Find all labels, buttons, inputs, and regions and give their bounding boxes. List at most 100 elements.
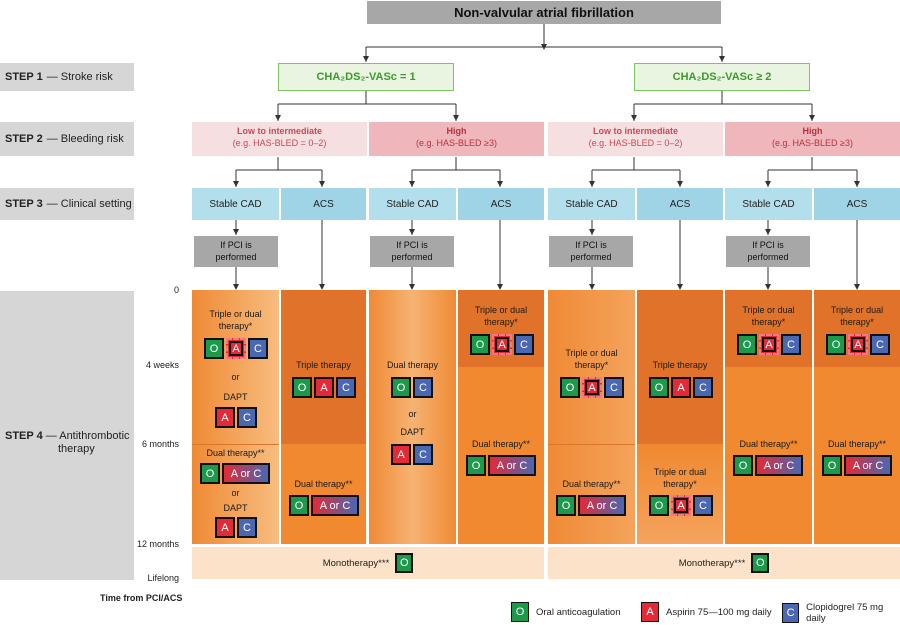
setting-stable-4: Stable CAD [725, 188, 812, 220]
label-dual-therapy: Dual therapy** [206, 448, 265, 458]
drug-oac: O [200, 463, 220, 484]
drug-clopidogrel: C [693, 495, 713, 516]
label-monotherapy: Monotherapy*** [322, 557, 390, 569]
label-dual-therapy: Dual therapy** [562, 479, 621, 489]
therapy-col-1: Triple or dual therapy* O A C or DAPT A … [192, 290, 279, 544]
label-monotherapy: Monotherapy*** [678, 557, 746, 569]
drug-clopidogrel: C [237, 517, 257, 538]
label-dual-therapy: Dual therapy [386, 360, 439, 370]
drug-aspirin-optional: A [848, 334, 868, 355]
drug-aspirin-optional: A [671, 495, 691, 516]
bleeding-low-title: Low to intermediate [592, 126, 678, 136]
bleeding-low-title: Low to intermediate [236, 126, 322, 136]
drug-clopidogrel: C [336, 377, 356, 398]
step1-number: STEP 1 [5, 71, 43, 83]
step4-number: STEP 4 [5, 430, 43, 442]
setting-stable-1: Stable CAD [192, 188, 279, 220]
label-triple-dual-a: Triple or dual [830, 305, 884, 315]
time-axis-label: Time from PCI/ACS [100, 593, 183, 603]
drug-oac: O [733, 455, 753, 476]
label-triple-therapy: Triple therapy [652, 360, 708, 370]
legend-aspirin: A Aspirin 75—100 mg daily [641, 602, 772, 622]
label-triple-dual-a: Triple or dual [742, 305, 795, 315]
step3-text: — Clinical setting [46, 198, 132, 210]
step4-text-a: — Antithrombotic [45, 430, 130, 442]
bleeding-high-sub: (e.g. HAS-BLED ≥3) [772, 138, 853, 148]
label-triple-dual-a: Triple or dual [474, 305, 528, 315]
monotherapy-bar-left: Monotherapy*** O [192, 547, 544, 579]
drug-oac: O [292, 377, 312, 398]
drug-aspirin-optional: A [582, 377, 602, 398]
drug-oac: O [560, 377, 580, 398]
drug-oac: O [289, 495, 309, 516]
setting-acs-1: ACS [281, 188, 366, 220]
bleeding-high-title: High [446, 126, 467, 136]
label-triple-dual-a: Triple or dual [209, 309, 262, 319]
drug-aspirin: A [215, 517, 235, 538]
drug-oac: O [391, 377, 411, 398]
drug-clopidogrel: C [413, 377, 433, 398]
pci-text-b: performed [747, 252, 789, 262]
stroke-risk-left: CHA₂DS₂-VASc = 1 [278, 63, 454, 91]
step4-label: STEP 4 — Antithrombotic therapy [0, 291, 134, 580]
legend-oac-label: Oral anticoagulation [536, 606, 621, 618]
label-dual-therapy: Dual therapy** [471, 439, 531, 449]
drug-clopidogrel: C [781, 334, 801, 355]
label-or: or [231, 372, 240, 382]
label-triple-dual-b: therapy* [484, 317, 518, 327]
step2-number: STEP 2 [5, 133, 43, 145]
therapy-col-8: Triple or dual therapy* O A C Dual thera… [814, 290, 900, 544]
therapy-col-4: Triple or dual therapy* O A C Dual thera… [458, 290, 544, 544]
drug-aspirin-or-clopidogrel: A or C [755, 455, 803, 476]
drug-oac: O [649, 377, 669, 398]
pci-box-2: If PCI is performed [370, 236, 454, 267]
label-dual-therapy: Dual therapy** [294, 479, 353, 489]
label-triple-dual-b: therapy* [663, 479, 697, 489]
drug-aspirin: A [391, 444, 411, 465]
label-triple-dual-b: therapy* [574, 360, 609, 370]
therapy-col-3: Dual therapy O C or DAPT A C [369, 290, 456, 544]
bleeding-high-title: High [802, 126, 823, 136]
drug-oac: O [826, 334, 846, 355]
time-0: 0 [173, 285, 179, 295]
legend-clopidogrel-label: Clopidogrel 75 mg daily [806, 602, 884, 624]
step1-text: — Stroke risk [46, 71, 113, 83]
setting-stable-2: Stable CAD [369, 188, 456, 220]
time-12-months: 12 months [136, 539, 179, 549]
step3-number: STEP 3 [5, 198, 43, 210]
pci-text-a: If PCI is [396, 240, 428, 250]
drug-clopidogrel: C [693, 377, 713, 398]
step2-text: — Bleeding risk [46, 133, 124, 145]
drug-oac: O [737, 334, 757, 355]
therapy-col-2: Triple therapy O A C Dual therapy** O A … [281, 290, 366, 544]
therapy-col-7: Triple or dual therapy* O A C Dual thera… [725, 290, 812, 544]
label-dual-therapy: Dual therapy** [739, 439, 798, 449]
label-or: or [231, 488, 240, 498]
pci-text-b: performed [391, 252, 433, 262]
drug-aspirin-optional: A [492, 334, 512, 355]
pci-text-b: performed [570, 252, 612, 262]
drug-clopidogrel: C [248, 338, 268, 359]
label-or: or [408, 409, 417, 419]
drug-clopidogrel: C [870, 334, 890, 355]
drug-clopidogrel: C [237, 407, 257, 428]
time-lifelong: Lifelong [147, 573, 179, 583]
bleeding-low-sub: (e.g. HAS-BLED = 0–2) [232, 138, 327, 148]
drug-oac: O [395, 553, 414, 573]
label-triple-dual-b: therapy* [840, 317, 874, 327]
drug-aspirin: A [215, 407, 235, 428]
setting-acs-3: ACS [637, 188, 723, 220]
drug-aspirin-optional: A [226, 338, 246, 359]
label-dual-therapy: Dual therapy** [827, 439, 887, 449]
drug-aspirin: A [671, 377, 691, 398]
monotherapy-bar-right: Monotherapy*** O [548, 547, 900, 579]
label-triple-dual-a: Triple or dual [653, 467, 707, 477]
therapy-col-6: Triple therapy O A C Triple or dual ther… [637, 290, 723, 544]
diagram-title: Non-valvular atrial fibrillation [367, 1, 721, 24]
drug-oac: O [556, 495, 576, 516]
stroke-risk-right: CHA₂DS₂-VASc ≥ 2 [634, 63, 810, 91]
label-dapt: DAPT [400, 427, 425, 437]
